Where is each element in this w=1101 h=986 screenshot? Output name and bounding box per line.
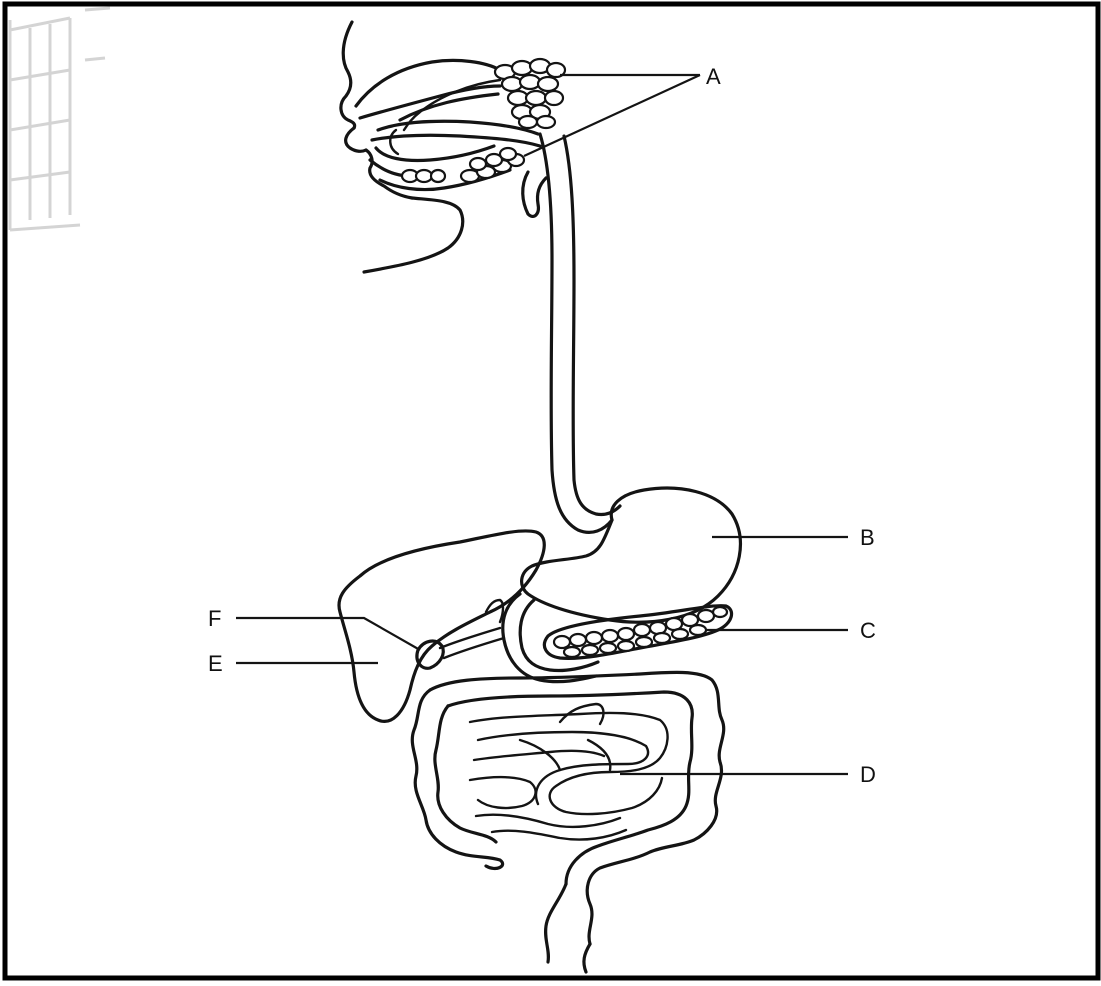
nasal-cavity bbox=[356, 60, 500, 120]
salivary-gland-sublingual bbox=[402, 170, 445, 182]
oesophagus bbox=[540, 134, 620, 532]
small-intestine bbox=[470, 704, 668, 840]
leader-f bbox=[236, 618, 420, 650]
label-d: D bbox=[860, 762, 876, 787]
watermark-logo bbox=[10, 8, 110, 230]
label-c: C bbox=[860, 618, 876, 643]
large-intestine bbox=[412, 672, 723, 972]
border-frame bbox=[5, 4, 1098, 978]
label-e: E bbox=[208, 651, 223, 676]
label-a: A bbox=[706, 64, 721, 89]
label-b: B bbox=[860, 525, 875, 550]
liver bbox=[339, 531, 544, 721]
salivary-gland-parotid bbox=[495, 59, 565, 128]
stomach bbox=[522, 488, 741, 622]
oral-cavity bbox=[370, 121, 546, 216]
label-f: F bbox=[208, 606, 221, 631]
